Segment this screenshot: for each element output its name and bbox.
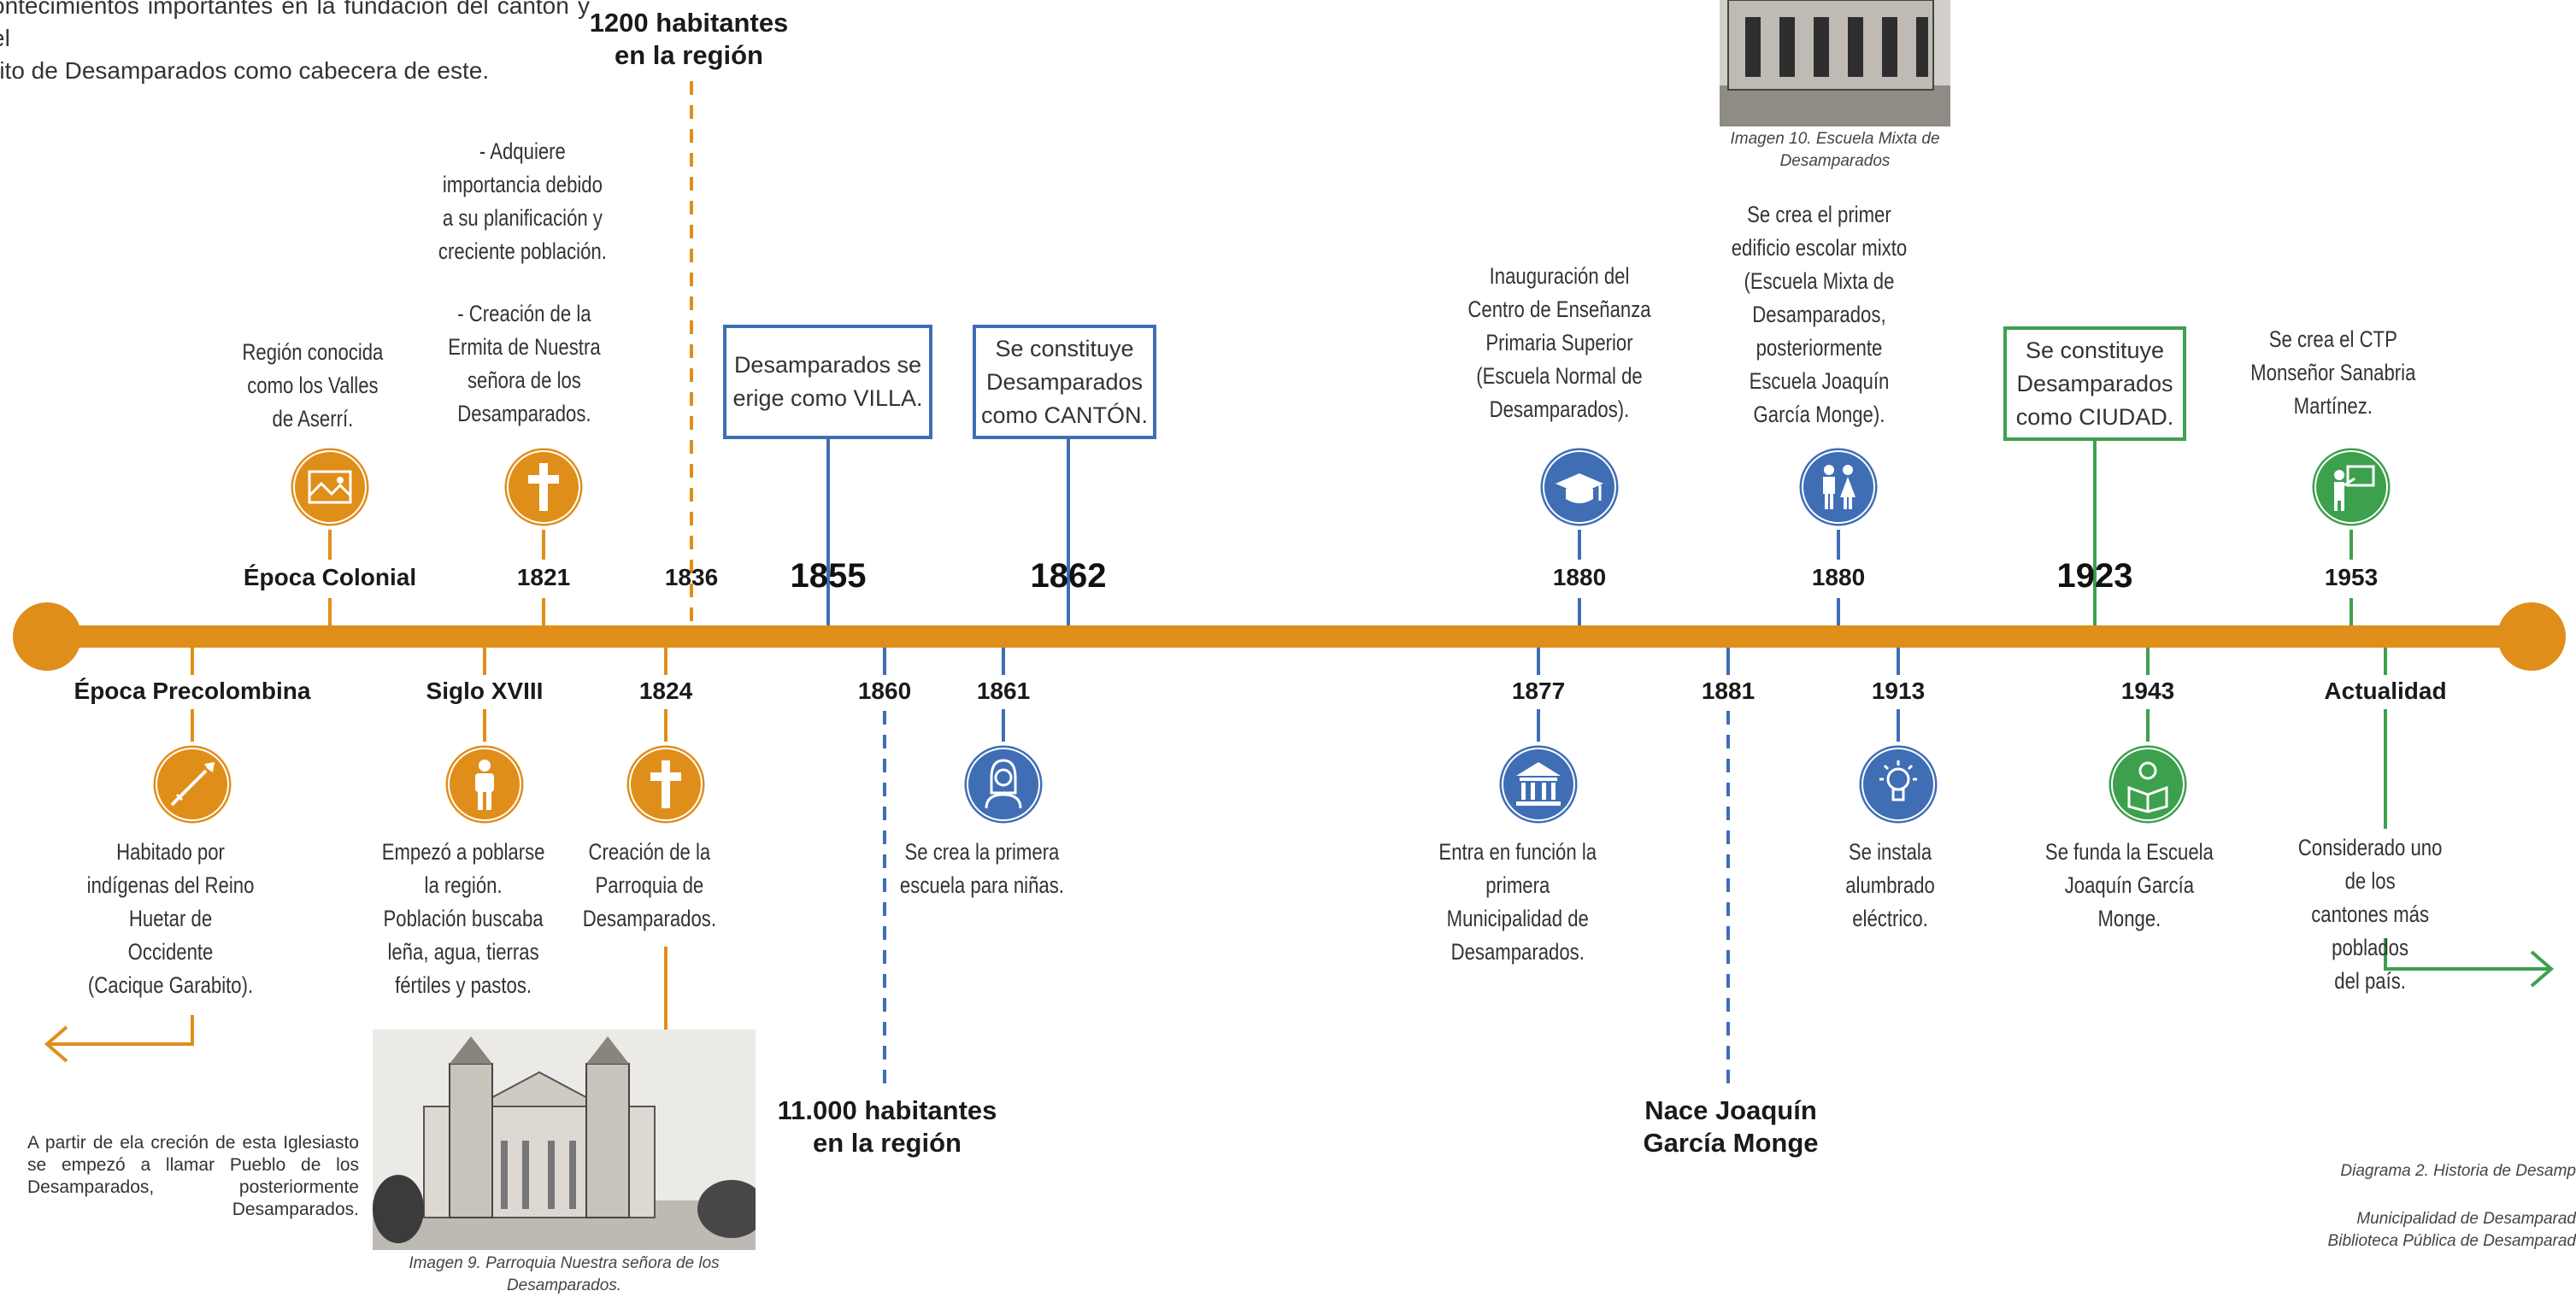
fuente-caption: Municipalidad de Desamparad Biblioteca P… [2327,1210,2576,1250]
spear-icon [150,742,234,826]
escuela-mixta-photo [1720,0,1950,126]
label-siglo18: Siglo XVIII [426,678,544,704]
reader-icon [2106,742,2190,826]
label-1953: 1953 [2324,564,2379,590]
normal-text: Inauguración del Centro de Enseñanza Pri… [1467,263,1651,422]
ctp-text: Se crea el CTP Monseñor Sanabria Martíne… [2250,326,2416,419]
teacher-icon [2309,445,2393,529]
label-1824: 1824 [638,678,693,704]
alumbrado-text: Se instala alumbrado eléctrico. [1845,839,1935,931]
escuela-jgm-text: Se funda la Escuela Joaquín García Monge… [2044,839,2214,931]
parroquia-photo [373,1030,756,1250]
label-1943: 1943 [2120,678,2175,704]
girl-icon [962,742,1045,826]
label-1877: 1877 [1511,678,1566,704]
iglesia-note: A partir de ela creción de esta Iglesias… [27,1133,359,1219]
timeline-end-dot [2497,602,2566,671]
cross-icon [624,742,708,826]
intro-text: ontecimientos importantes en la fundació… [0,0,590,84]
building-icon [1497,742,1580,826]
label-1880a: 1880 [1552,564,1607,590]
label-1880b: 1880 [1811,564,1866,590]
precolombina-text: Habitado por indígenas del Reino Huetar … [86,839,255,998]
label-1862: 1862 [1030,557,1107,595]
nace-jgm-note: Nace Joaquín García Monge [1643,1095,1819,1158]
colonial-text: Región conocida como los Valles de Aserr… [242,339,384,431]
ermita-note: - Creación de la Ermita de Nuestra señor… [448,301,601,426]
ciudad-box: Se constituye Desamparados como CIUDAD. [2003,326,2186,441]
label-1861: 1861 [976,678,1031,704]
label-1836: 1836 [664,564,719,590]
label-precolombina: Época Precolombina [74,678,311,704]
imagen10-caption: Imagen 10. Escuela Mixta de Desamparados [1730,130,1940,170]
label-1855: 1855 [790,557,867,595]
cross-icon [502,445,585,529]
label-1923: 1923 [2056,557,2133,595]
timeline-start-dot [13,602,81,671]
label-1881: 1881 [1701,678,1756,704]
label-actualidad: Actualidad [2324,678,2447,704]
parroquia-text: Creación de la Parroquia de Desamparados… [582,839,717,931]
arrow-left [47,1015,194,1046]
siglo18-text: Empezó a poblarse la región. Población b… [381,839,545,998]
diagrama-caption: Diagrama 2. Historia de Desamp [2340,1162,2576,1180]
label-1821: 1821 [516,564,571,590]
ninas-text: Se crea la primera escuela para niñas. [899,839,1064,898]
label-1860: 1860 [857,678,912,704]
arrow-right [2384,938,2551,971]
label-colonial: Época Colonial [243,564,417,590]
actualidad-text: Considerado uno de los cantones más pobl… [2297,835,2443,994]
villa-box: Desamparados se erige como VILLA. [723,325,932,439]
adquiere-note: - Adquiere importancia debido a su plani… [438,138,607,264]
habitantes-1200-note: 1200 habitantes en la región [589,8,789,70]
mixta-text: Se crea el primer edificio escolar mixto… [1731,202,1908,427]
lightbulb-icon [1856,742,1940,826]
graduation-cap-icon [1538,445,1621,529]
municipalidad-text: Entra en función la primera Municipalida… [1438,839,1597,965]
imagen9-caption: Imagen 9. Parroquia Nuestra señora de lo… [409,1254,720,1294]
habitantes-11000-note: 11.000 habitantes en la región [777,1095,997,1158]
label-1913: 1913 [1871,678,1926,704]
landscape-icon [288,445,372,529]
person-icon [443,742,526,826]
canton-box: Se constituye Desamparados como CANTÓN. [973,325,1156,439]
students-icon [1797,445,1880,529]
